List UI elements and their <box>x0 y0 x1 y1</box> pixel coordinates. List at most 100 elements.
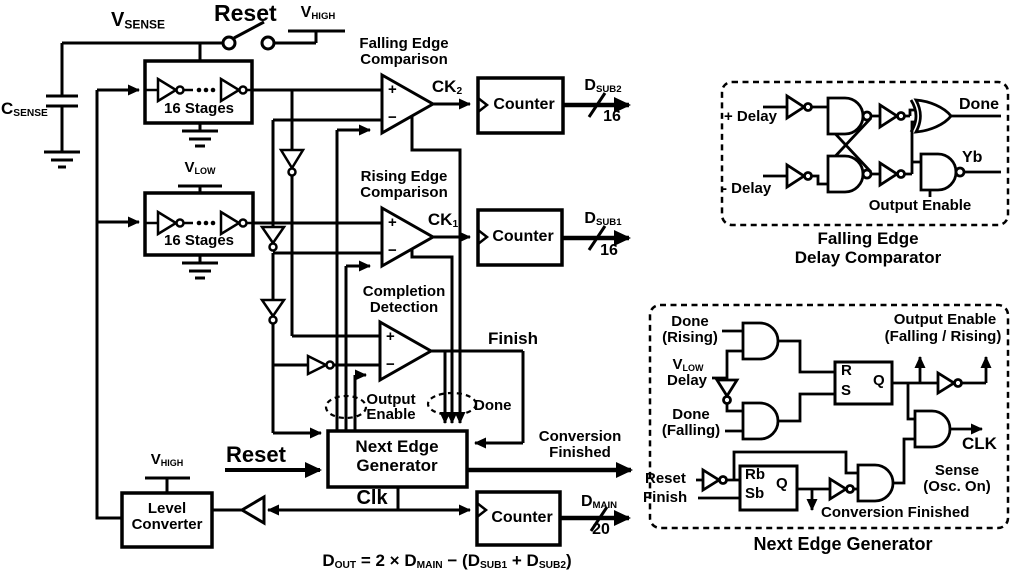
negd-sense-label-2: (Osc. On) <box>923 478 991 495</box>
v-high-top-label: VHIGH <box>300 4 336 23</box>
negd-reset-label: Reset <box>645 470 686 487</box>
falling-comparator-plus: + <box>388 81 397 98</box>
falling-comparator-triangle <box>380 72 437 136</box>
main-wires <box>44 20 525 520</box>
fedc-caption-2: Delay Comparator <box>794 248 942 267</box>
stages2-label: 16 Stages <box>163 232 235 249</box>
negd-caption: Next Edge Generator <box>753 534 933 554</box>
inverter-icon <box>878 160 900 188</box>
enable-wire-completion <box>355 375 366 431</box>
bus-slash-20 <box>589 506 609 532</box>
level-converter-label-2: Converter <box>131 516 203 533</box>
output-formula: DOUT = 2 × DMAIN − (DSUB1 + DSUB2) <box>322 551 572 572</box>
inverter-icon <box>828 476 849 502</box>
completion-label-2: Detection <box>369 299 439 316</box>
rs-latch-q-label: Q <box>873 372 885 389</box>
rs-latch-box <box>833 360 894 406</box>
switch-contact-right <box>260 35 276 51</box>
inverter-icon <box>156 209 179 237</box>
conversion-finished-label-2: Finished <box>549 444 611 461</box>
negd-sense-label-1: Sense <box>934 462 980 479</box>
clock-wedge-icon <box>477 97 490 113</box>
negd-delay-label: Delay <box>666 372 708 389</box>
counter1-label: Counter <box>493 96 555 113</box>
bus-slash-16b <box>587 225 607 251</box>
inverter-down-icon <box>259 225 287 246</box>
conversion-finished-label-1: Conversion <box>538 428 622 445</box>
bus-slash-16a <box>587 92 607 118</box>
inverter-down-icon <box>714 378 740 399</box>
rbsb-latch-sb-label: Sb <box>745 485 765 502</box>
rs-latch-s-label: S <box>841 382 852 399</box>
ground-symbol-delay1 <box>182 123 218 148</box>
clk-wire <box>396 487 470 512</box>
output-enable-ellipse <box>324 394 368 420</box>
comparators <box>378 72 437 383</box>
inverter-icon <box>785 162 807 190</box>
counter2-box <box>476 208 564 267</box>
negd-finish-label: Finish <box>643 489 688 506</box>
bus-width-20: 20 <box>592 521 610 538</box>
enable-wire-falling <box>335 130 370 431</box>
level-converter-box <box>120 491 214 549</box>
ground-symbol-csense <box>44 106 80 169</box>
negd-done-falling-label-1: Done <box>672 406 710 423</box>
feedback-wire <box>95 90 122 520</box>
sense-to-clk-wire <box>893 437 915 485</box>
bus-width-16a: 16 <box>603 108 621 125</box>
d-main-label: DMAIN <box>580 493 618 512</box>
next-edge-generator-label-1: Next Edge <box>355 437 439 456</box>
and-gate-icon <box>741 401 780 441</box>
feedback-wire <box>732 450 858 480</box>
inverter-icon <box>219 76 242 104</box>
reset-top-label: Reset <box>214 0 277 26</box>
counter3-box <box>475 490 562 547</box>
rising-comparison-label-1: Rising Edge <box>360 168 448 185</box>
next-edge-generator-label-2: Generator <box>356 456 438 475</box>
delay-line-internals <box>145 76 253 237</box>
counter-clock-wedges <box>476 97 490 518</box>
done-wire-falling <box>410 116 466 424</box>
and1-to-r-wire <box>778 339 835 374</box>
stages1-label: 16 Stages <box>163 100 235 117</box>
rising-comparator-minus: − <box>388 242 397 259</box>
level-converter-label-1: Level <box>147 500 187 517</box>
inverter-icon <box>156 76 179 104</box>
xor-gate-icon <box>913 98 953 134</box>
negd-done-rising-label-1: Done <box>671 313 709 330</box>
output-enable-label-2: Enable <box>366 406 416 423</box>
signal-group-ellipses <box>324 391 478 420</box>
v-sense-label: VSENSE <box>110 9 166 32</box>
done-label: Done <box>474 397 512 414</box>
and-gate-icon <box>913 409 952 449</box>
inverter-icon <box>219 209 242 237</box>
tap-wire-d <box>271 324 321 435</box>
completion-comparator-triangle <box>378 319 435 383</box>
counter3-label: Counter <box>491 509 553 526</box>
v-high-lc-label: VHIGH <box>150 451 184 468</box>
clk-label: Clk <box>356 487 388 509</box>
xor-input-arc <box>909 99 918 133</box>
done-ellipse <box>426 391 478 417</box>
fedc-plus-delay-label: + Delay <box>724 108 777 125</box>
tap-inverters <box>239 148 335 526</box>
fedc-minus-delay-label: - Delay <box>722 180 772 197</box>
switch-contact-left <box>221 35 237 51</box>
reset-switch-wiring <box>233 20 345 45</box>
d-sub1-label: DSUB1 <box>584 210 622 229</box>
negd-done-falling-label-2: (Falling) <box>661 422 721 439</box>
fedc-panel-artwork <box>720 80 1010 227</box>
rbsb-latch-box <box>738 464 799 512</box>
and-gate-icon <box>856 463 895 503</box>
fedc-done-label: Done <box>959 96 999 113</box>
falling-comparator-minus: − <box>388 109 397 126</box>
rs-latch-r-label: R <box>841 362 852 379</box>
inverter-icon <box>878 102 900 130</box>
negd-dashed-border <box>648 303 1010 530</box>
blocks <box>120 76 565 549</box>
enable-wire-rising <box>344 266 370 431</box>
ground-symbol-delay2 <box>182 255 218 280</box>
finish-label: Finish <box>487 329 539 348</box>
nand-gate-icon <box>919 152 958 192</box>
